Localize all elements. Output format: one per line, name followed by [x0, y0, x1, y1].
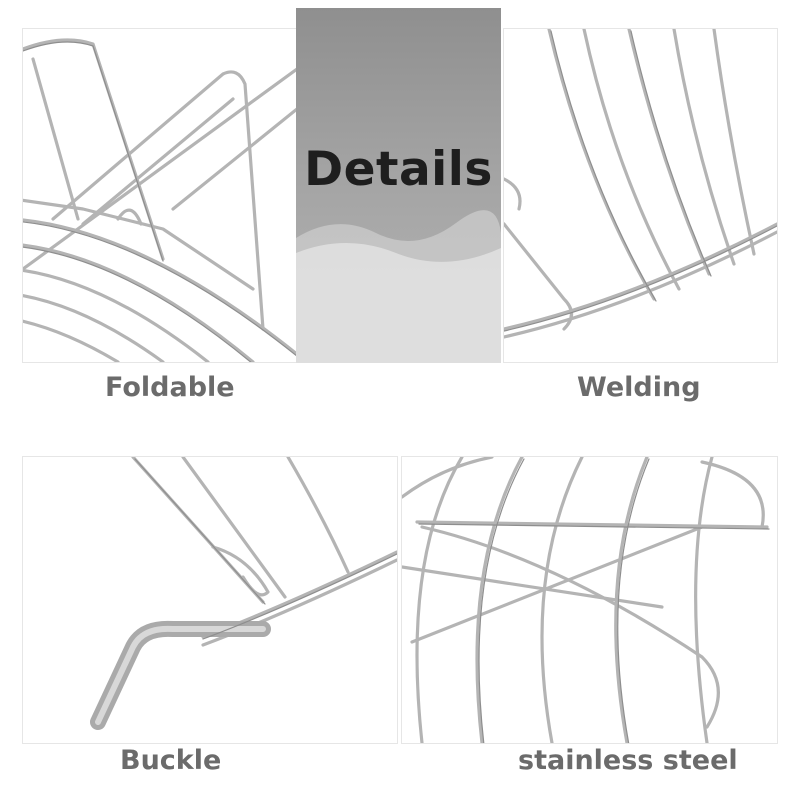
stainless-steel-photo-panel	[401, 456, 778, 744]
caption-buckle: Buckle	[120, 745, 222, 776]
welding-photo-panel	[503, 28, 778, 363]
banner-title: Details	[304, 142, 493, 197]
details-banner: Details	[296, 8, 501, 363]
steel-wire-rack-icon	[402, 457, 770, 743]
foldable-photo-panel	[22, 28, 298, 363]
buckle-photo-panel	[22, 456, 398, 744]
caption-foldable: Foldable	[105, 372, 235, 403]
caption-stainless-steel: stainless steel	[518, 745, 738, 776]
folding-wire-rack-icon	[23, 38, 297, 362]
wave-decoration-icon	[296, 210, 501, 363]
caption-welding: Welding	[577, 372, 701, 403]
rack-buckle-hook-icon	[90, 457, 397, 730]
welded-wire-rack-icon	[504, 29, 777, 339]
